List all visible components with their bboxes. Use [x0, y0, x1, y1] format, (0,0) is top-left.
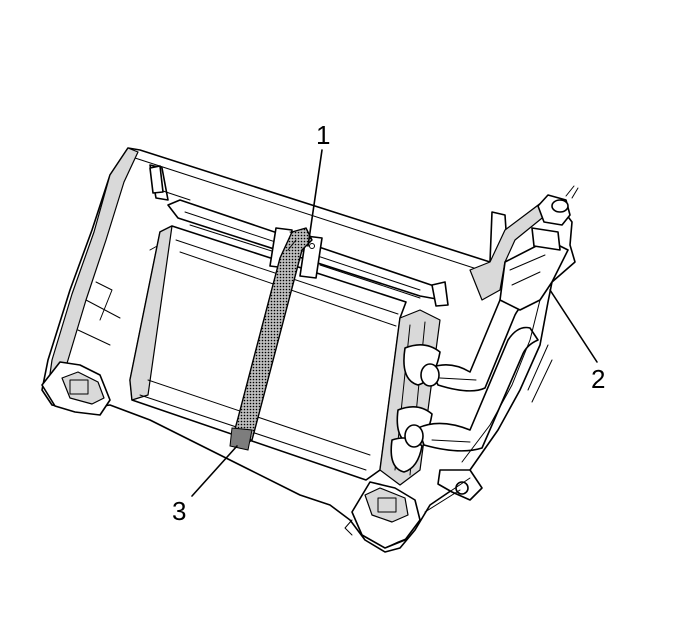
foam-strap: [229, 227, 313, 451]
leader-line-3: [191, 445, 238, 497]
leader-line-2: [549, 289, 598, 363]
callout-1: 1: [316, 120, 330, 150]
callout-2: 2: [591, 364, 605, 394]
lower-bracket: [344, 481, 421, 549]
leader-line-1: [307, 149, 323, 247]
housing-tabs: [149, 165, 449, 307]
right-housing-end: [424, 185, 579, 513]
callout-3: 3: [172, 496, 186, 526]
callout-labels: 1 2 3: [172, 120, 605, 526]
leader-lines: [191, 149, 598, 497]
